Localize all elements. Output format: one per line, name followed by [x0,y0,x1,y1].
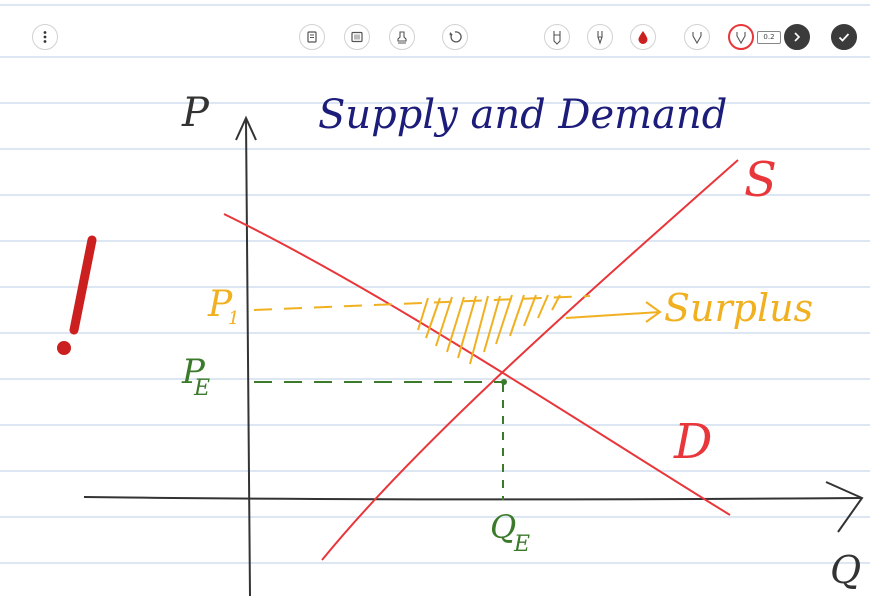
qe-subscript: E [514,532,531,557]
qe-letter: Q [490,508,517,546]
exclamation-dot [57,341,71,355]
price-axis [245,119,251,597]
stamp-icon [397,31,407,44]
highlighter-tool-button[interactable] [728,24,754,50]
pencil-tool-button[interactable] [544,24,570,50]
p1-dashed-line [253,295,591,311]
next-button[interactable] [784,24,810,50]
undo-button[interactable] [442,24,468,50]
supply-curve [321,159,739,561]
surplus-hatching [417,294,561,365]
highlighter-icon [736,32,746,45]
zoom-badge: 0.2 [757,31,781,44]
p1-subscript: 1 [228,308,240,329]
surplus-label: Surplus [664,286,814,330]
ink-drop-icon [638,31,648,44]
done-button[interactable] [831,24,857,50]
price-axis-arrowhead [235,115,257,141]
image-icon [351,31,363,43]
surplus-arrow [565,311,661,319]
price-axis-label: P [182,90,209,136]
notebook-icon [307,31,317,43]
image-button[interactable] [344,24,370,50]
title-supply-and-demand: Supply and Demand [318,92,728,138]
demand-curve [223,213,731,516]
checkmark-icon [838,33,850,42]
fountain-pen-icon [597,31,603,45]
menu-button[interactable] [32,24,58,50]
red-ink-tool-button[interactable] [630,24,656,50]
pe-letter: P [182,352,205,392]
notebook-button[interactable] [299,24,325,50]
pen-tool-button[interactable] [684,24,710,50]
pencil-icon [553,31,561,45]
fountain-pen-tool-button[interactable] [587,24,613,50]
vertical-dots-icon [43,31,47,43]
surplus-arrowhead [645,301,662,323]
stamp-button[interactable] [389,24,415,50]
p1-letter: P [208,284,233,325]
exclamation-stroke [69,235,97,335]
pe-subscript: E [194,376,211,401]
demand-label: D [674,414,713,470]
supply-label: S [744,152,777,208]
equilibrium-point [501,379,507,385]
pen-icon [692,32,702,45]
quantity-axis-arrowhead [825,481,864,533]
undo-icon [449,31,462,43]
chevron-right-icon [794,32,801,42]
quantity-axis-label: Q [830,548,862,592]
quantity-axis [83,496,863,501]
